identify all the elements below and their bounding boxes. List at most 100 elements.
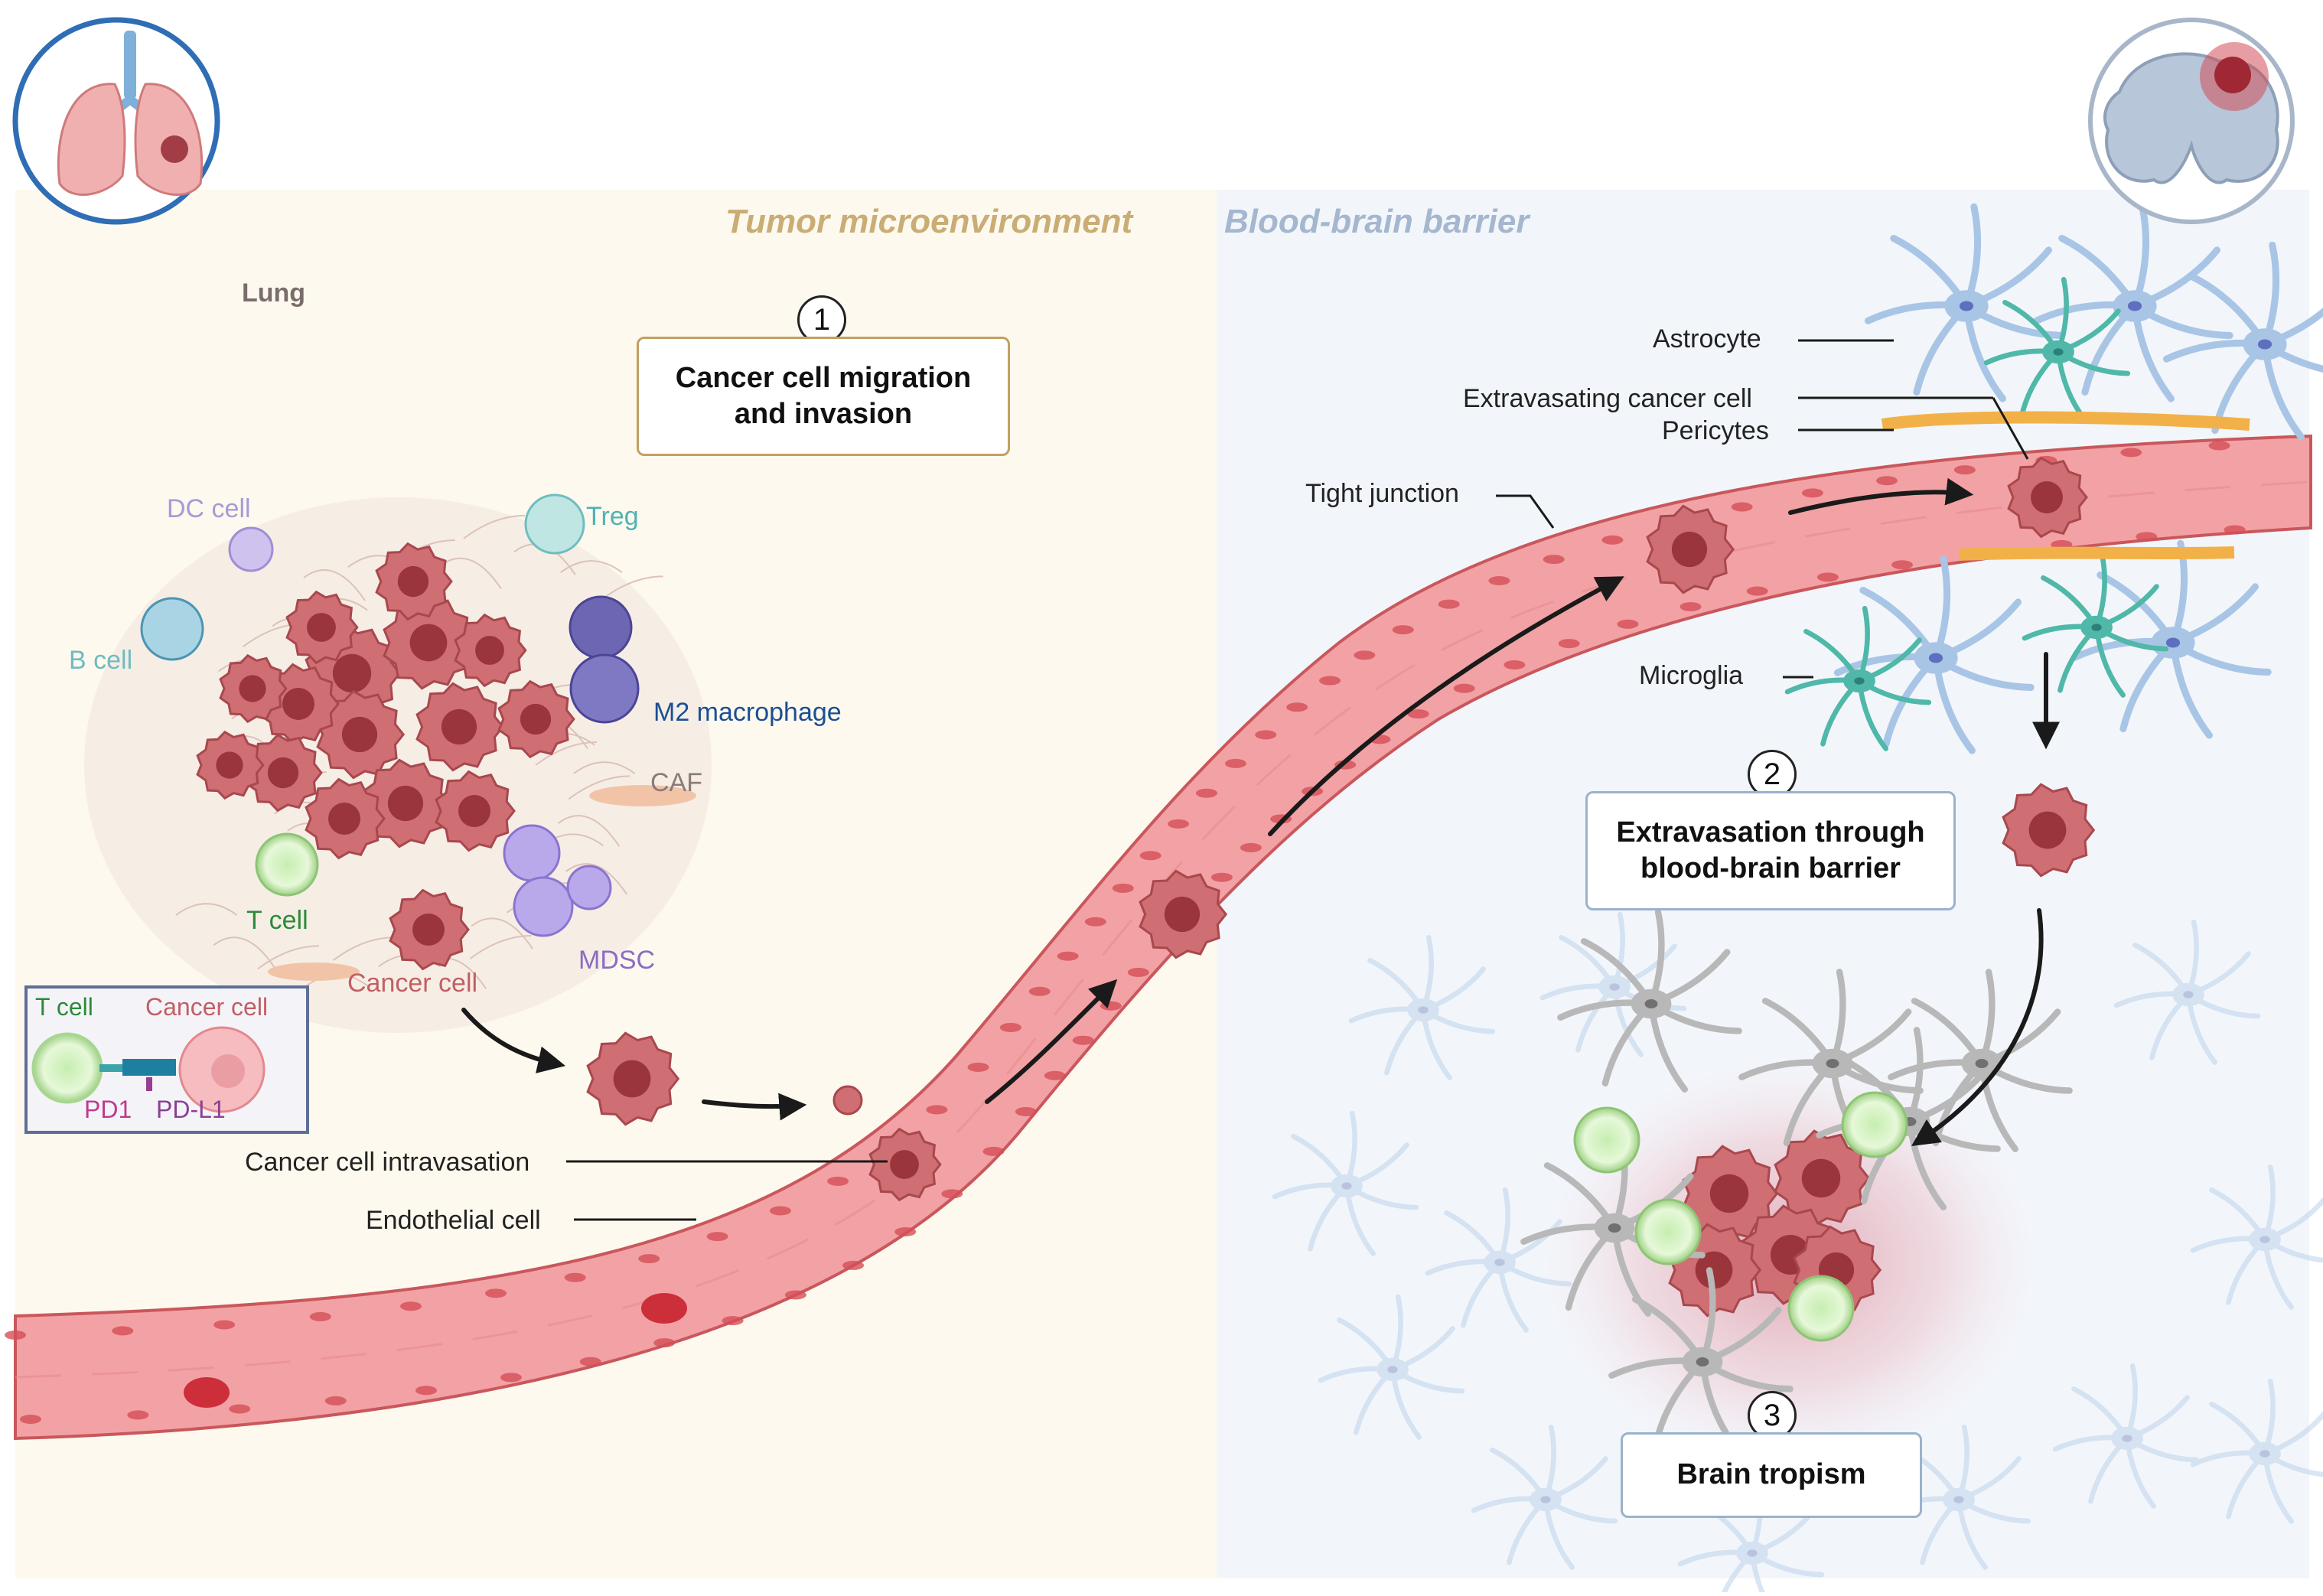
brain-tumor: [1520, 909, 2073, 1451]
t-cell-icon: [1573, 1106, 1640, 1174]
astrocyte-icon: [2162, 241, 2323, 441]
step-2-box: Extravasation through blood-brain barrie…: [1585, 791, 1956, 910]
astrocyte-label: Astrocyte: [1653, 324, 1761, 353]
arrow-1: [461, 1008, 566, 1073]
tumor-cancer-cell-icon: [375, 542, 453, 621]
tumor-cancer-cell-icon: [415, 682, 505, 772]
pd1-inset: [24, 985, 309, 1134]
tight-junction-label: Tight junction: [1305, 479, 1459, 508]
arrow-2: [702, 1093, 807, 1121]
pd-l1-label: PD-L1: [156, 1096, 226, 1123]
cancer-cell-icon: [1646, 504, 1735, 594]
cancer-cell-icon: [586, 1031, 680, 1126]
arrow-7: [1911, 908, 2044, 1146]
tumor-cancer-cell-icon: [285, 590, 359, 665]
bbb-structures: [1784, 203, 2323, 878]
microglia-icon: [1784, 605, 1932, 751]
b-cell-label: B cell: [69, 646, 133, 675]
inset-cancer-cell-label: Cancer cell: [145, 993, 269, 1021]
t-cell-icon: [1841, 1091, 1908, 1158]
tumor-cancer-cell-icon: [219, 653, 288, 724]
mdsc-icon: [566, 865, 612, 910]
tumor-cancer-cell-icon: [316, 689, 406, 780]
endothelial-label: Endothelial cell: [366, 1206, 541, 1235]
t-cell-icon: [255, 832, 319, 897]
brain-icon: [2088, 18, 2295, 224]
neuron-icon: [1557, 909, 1742, 1093]
t-cell-icon: [1634, 1198, 1702, 1265]
caf-icon: [589, 785, 696, 806]
t-cell-label: T cell: [246, 906, 308, 935]
faint-astrocyte-icon: [1348, 934, 1496, 1080]
mdsc-label: MDSC: [578, 946, 656, 975]
m2-macrophage-icon: [569, 653, 640, 724]
pericyte-icon: [1958, 546, 2235, 561]
faint-astrocyte-icon: [1318, 1294, 1465, 1440]
tumor-cancer-cell-icon: [196, 730, 265, 800]
brain-tumor-cell-icon: [1774, 1129, 1871, 1227]
leader-tight-junction: [1496, 494, 1555, 529]
faint-astrocyte-icon: [1272, 1110, 1419, 1256]
arrow-3: [985, 979, 1118, 1104]
treg-icon: [524, 493, 585, 555]
tumor-cancer-cell-icon: [497, 679, 575, 759]
neuron-icon: [1608, 1267, 1794, 1451]
intravasating-cancer-cell-icon: [868, 1127, 942, 1202]
b-cell-icon: [140, 597, 204, 661]
caf-icon: [268, 962, 360, 981]
microglia-label: Microglia: [1639, 661, 1744, 690]
extravasating-cancer-cell-icon: [2007, 456, 2088, 539]
dc-cell-icon: [228, 526, 274, 572]
tumor-cancer-cell-icon: [389, 888, 470, 971]
arrow-5: [1788, 477, 1974, 515]
extravasating-label: Extravasating cancer cell: [1463, 384, 1752, 413]
step-3-box: Brain tropism: [1621, 1432, 1922, 1518]
mdsc-icon: [503, 824, 561, 882]
tumor-cancer-cell-icon: [435, 770, 516, 852]
faint-astrocyte-icon: [2113, 919, 2261, 1065]
step-2-number: 2: [1748, 750, 1797, 799]
red-blood-cell-icon: [184, 1377, 230, 1408]
caf-label: CAF: [650, 768, 702, 797]
inset-t-cell-label: T cell: [35, 993, 93, 1021]
t-cell-icon: [1787, 1275, 1855, 1342]
faint-astrocyte-icon: [2052, 1363, 2200, 1509]
lung-icon: [12, 17, 220, 225]
cancer-cell-label: Cancer cell: [347, 969, 478, 998]
cancer-cell-icon: [1139, 869, 1228, 959]
lung-label: Lung: [242, 278, 306, 308]
microglia-icon: [2022, 552, 2169, 698]
brain-tumor-cell-icon: [1682, 1145, 1779, 1243]
tumor-cancer-cell-icon: [454, 613, 527, 688]
astrocyte-icon: [2032, 203, 2233, 402]
mdsc-icon: [513, 876, 574, 937]
cancer-cell-icon: [2002, 783, 2096, 878]
pericytes-label: Pericytes: [1662, 416, 1769, 445]
pd1-label: PD1: [84, 1096, 132, 1123]
neuron-icon: [1888, 969, 2073, 1152]
arrow-4: [1268, 576, 1624, 836]
bbb-section-title: Blood-brain barrier: [1224, 203, 1530, 240]
astrocyte-icon: [1864, 203, 2065, 402]
faint-astrocyte-icon: [1539, 911, 1687, 1057]
microglia-icon: [1983, 276, 2131, 422]
pericyte-icon: [1881, 411, 2250, 431]
step-1-number: 1: [797, 295, 846, 344]
faint-astrocyte-icon: [1471, 1424, 1618, 1570]
tumor-mass: [84, 493, 712, 1033]
red-blood-cell-icon: [641, 1293, 687, 1324]
m2-macrophage-icon: [569, 595, 633, 660]
step-1-box: Cancer cell migration and invasion: [637, 337, 1010, 456]
tumor-section-title: Tumor microenvironment: [725, 203, 1133, 240]
step-3-number: 3: [1748, 1391, 1797, 1440]
dc-cell-label: DC cell: [167, 494, 251, 523]
faint-astrocyte-icon: [2190, 1164, 2323, 1310]
treg-label: Treg: [586, 502, 639, 531]
intravasation-label: Cancer cell intravasation: [245, 1148, 530, 1177]
tumor-cancer-cell-icon: [305, 777, 386, 860]
m2-macrophage-label: M2 macrophage: [653, 698, 842, 727]
faint-astrocyte-icon: [2190, 1378, 2323, 1524]
migrating-cancer-cells: [586, 504, 1735, 1202]
